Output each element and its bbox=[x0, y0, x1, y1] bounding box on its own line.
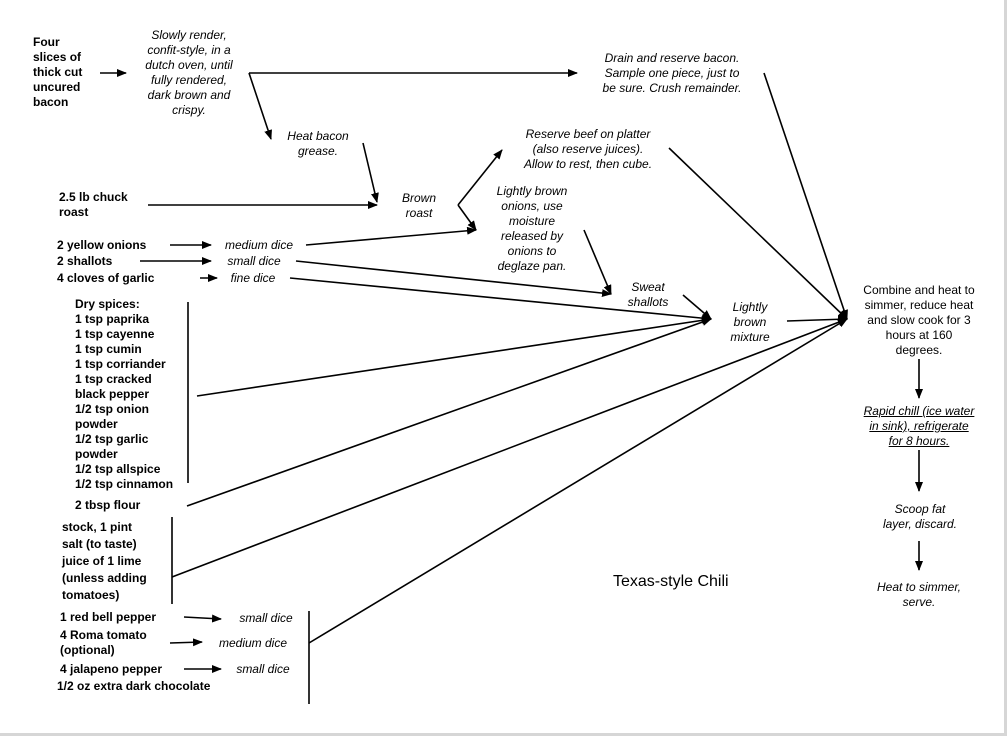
diagram-title: Texas-style Chili bbox=[613, 573, 729, 590]
ingredient-dry-spices: Dry spices: 1 tsp paprika 1 tsp cayenne … bbox=[75, 297, 174, 491]
arrow-drain-combine bbox=[763, 72, 848, 320]
prep-onions: medium dice bbox=[224, 238, 294, 252]
step-reserve-beef: Reserve beef on platter (also reserve ju… bbox=[523, 127, 653, 171]
frame-edge-right bbox=[1004, 0, 1007, 736]
step-heat-grease: Heat bacon grease. bbox=[287, 129, 349, 158]
step-sweat-shallots: Sweat shallots bbox=[627, 280, 669, 309]
ingredient-bell-pepper: 1 red bell pepper bbox=[60, 610, 157, 624]
prep-shallots: small dice bbox=[227, 254, 281, 268]
arrow-brown-reserve bbox=[457, 149, 503, 206]
ingredient-chocolate: 1/2 oz extra dark chocolate bbox=[57, 679, 211, 693]
arrow-onions-sweat bbox=[583, 229, 612, 295]
arrow-onion-dice-step bbox=[305, 226, 477, 246]
ingredient-tomato: 4 Roma tomato (optional) bbox=[60, 628, 147, 657]
step-render: Slowly render, confit-style, in a dutch … bbox=[145, 28, 233, 117]
ingredient-bacon: Four slices of thick cut uncured bacon bbox=[33, 35, 83, 109]
arrow-flour-mixture bbox=[186, 318, 712, 507]
prep-bell-pepper: small dice bbox=[239, 611, 293, 625]
step-brown-roast: Brown roast bbox=[401, 191, 436, 220]
arrow-brown-onions-step bbox=[457, 204, 477, 231]
ingredient-flour: 2 tbsp flour bbox=[75, 498, 141, 512]
arrow-spices-mixture bbox=[196, 316, 712, 397]
step-drain: Drain and reserve bacon. Sample one piec… bbox=[602, 51, 742, 95]
step-brown-mixture: Lightly brown mixture bbox=[730, 300, 770, 344]
ingredient-chuck-roast: 2.5 lb chuck roast bbox=[59, 190, 128, 219]
step-combine: Combine and heat to simmer, reduce heat … bbox=[863, 283, 975, 357]
step-scoop-fat: Scoop fat layer, discard. bbox=[882, 502, 958, 531]
prep-jalapeno: small dice bbox=[236, 662, 290, 676]
arrow-mixture-combine bbox=[786, 315, 848, 324]
step-rapid-chill: Rapid chill (ice water in sink), refrige… bbox=[863, 404, 975, 448]
ingredient-onions: 2 yellow onions bbox=[57, 238, 147, 252]
step-brown-onions: Lightly brown onions, use moisture relea… bbox=[496, 184, 568, 273]
arrow-beef-combine bbox=[668, 147, 848, 320]
arrow-vegetables-combine bbox=[308, 318, 848, 644]
arrow-tomato-dice bbox=[169, 638, 203, 647]
ingredient-liquids: stock, 1 pint salt (to taste) juice of 1… bbox=[62, 520, 147, 602]
arrow-bellpepper-dice bbox=[183, 614, 222, 623]
frame-edge-bottom bbox=[0, 733, 1007, 736]
arrow-render-grease bbox=[248, 72, 272, 140]
arrow-sweat-mixture bbox=[682, 294, 712, 320]
ingredient-garlic: 4 cloves of garlic bbox=[57, 271, 155, 285]
ingredient-jalapeno: 4 jalapeno pepper bbox=[60, 662, 163, 676]
prep-tomato: medium dice bbox=[218, 636, 288, 650]
ingredient-shallots: 2 shallots bbox=[57, 254, 113, 268]
step-serve: Heat to simmer, serve. bbox=[876, 580, 962, 609]
arrow-garlic-mixture bbox=[289, 277, 712, 323]
prep-garlic: fine dice bbox=[230, 271, 276, 285]
arrow-grease-brown bbox=[362, 142, 379, 203]
arrow-shallot-dice-sweat bbox=[295, 260, 612, 298]
arrow-liquids-combine bbox=[171, 318, 848, 578]
